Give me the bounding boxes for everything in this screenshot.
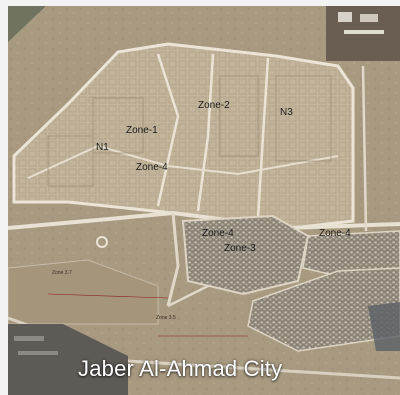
label-zone-3: Zone-3 [224, 243, 256, 254]
label-zone-3-5: Zone 3.5 [156, 315, 176, 321]
label-zone-3-7: Zone 3.7 [52, 270, 72, 276]
satellite-map[interactable]: Zone-1 Zone-2 N1 N3 Zone-4 Zone-4 Zone-3… [8, 6, 400, 395]
label-n1: N1 [96, 142, 109, 153]
label-zone-2: Zone-2 [198, 100, 230, 111]
highway-west [8, 211, 174, 230]
housing-zone-south [247, 267, 400, 352]
label-n3: N3 [280, 107, 293, 118]
map-title: Jaber Al-Ahmad City [78, 356, 283, 381]
label-zone-1: Zone-1 [126, 125, 158, 136]
city-boundary [12, 42, 355, 230]
housing-zone-3 [181, 214, 310, 296]
ring-road-inner [27, 144, 339, 179]
label-zone-4-east: Zone-4 [319, 228, 351, 239]
zone-3-7-area [8, 259, 159, 325]
roundabout [96, 236, 108, 248]
label-zone-4-west: Zone-4 [136, 162, 168, 173]
zone-divider-central [196, 53, 215, 212]
zone-divider-n1 [156, 53, 180, 207]
zone-divider-n3 [256, 57, 270, 219]
top-left-vegetation [8, 6, 46, 42]
road-south [166, 212, 180, 307]
label-zone-4-center: Zone-4 [202, 228, 234, 239]
map-graphics [8, 6, 400, 395]
bottom-left-development [8, 324, 128, 395]
